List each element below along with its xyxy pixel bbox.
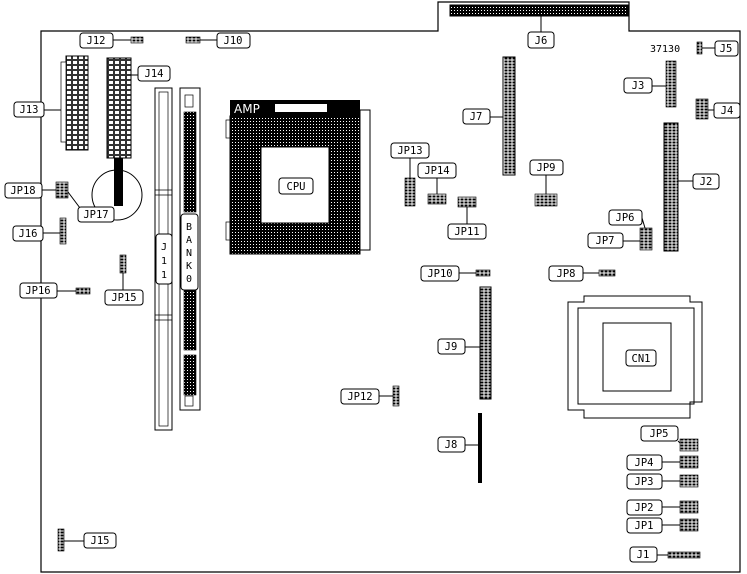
j6-header bbox=[449, 4, 629, 32]
svg-text:B: B bbox=[186, 222, 192, 233]
svg-text:J16: J16 bbox=[19, 228, 38, 240]
svg-text:JP5: JP5 bbox=[650, 428, 669, 440]
board-outline bbox=[40, 1, 741, 573]
j5-label: J5 bbox=[696, 40, 739, 57]
j12-label: J12 bbox=[79, 32, 144, 49]
svg-text:AMP: AMP bbox=[234, 102, 260, 116]
j1-label: J1 bbox=[629, 546, 701, 563]
jp16-label: JP16 bbox=[19, 282, 91, 299]
svg-text:JP12: JP12 bbox=[347, 391, 372, 403]
jp1-label: JP1 bbox=[626, 517, 699, 534]
j13-label: J13 bbox=[13, 101, 45, 118]
svg-text:J12: J12 bbox=[87, 35, 106, 47]
jp13-label: JP13 bbox=[390, 142, 430, 207]
jp8-label: JP8 bbox=[548, 265, 616, 282]
svg-text:J1: J1 bbox=[637, 549, 650, 561]
j11-label: J 1 1 bbox=[155, 233, 173, 285]
j2-label: J2 bbox=[663, 122, 720, 252]
j14-label: J14 bbox=[137, 65, 171, 82]
svg-text:JP1: JP1 bbox=[635, 520, 654, 532]
svg-text:JP11: JP11 bbox=[454, 226, 479, 238]
jp4-label: JP4 bbox=[626, 454, 699, 471]
svg-text:CPU: CPU bbox=[287, 181, 306, 193]
j9-label: J9 bbox=[437, 286, 492, 400]
svg-text:JP8: JP8 bbox=[557, 268, 576, 280]
jp10-label: JP10 bbox=[420, 265, 491, 282]
svg-text:JP3: JP3 bbox=[635, 476, 654, 488]
svg-text:A: A bbox=[186, 235, 192, 246]
svg-text:1: 1 bbox=[161, 256, 167, 267]
jp9-label: JP9 bbox=[529, 159, 564, 207]
svg-text:J7: J7 bbox=[470, 111, 483, 123]
svg-text:J9: J9 bbox=[445, 341, 458, 353]
svg-text:JP13: JP13 bbox=[397, 145, 422, 157]
svg-text:JP17: JP17 bbox=[83, 209, 108, 221]
j7-label: J7 bbox=[462, 108, 491, 125]
bank0-label: B A N K 0 bbox=[180, 213, 199, 291]
svg-text:0: 0 bbox=[186, 274, 192, 285]
j14-connector bbox=[106, 57, 140, 159]
jp6-label: JP6 bbox=[608, 209, 653, 251]
svg-text:JP16: JP16 bbox=[25, 285, 50, 297]
svg-text:J14: J14 bbox=[145, 68, 164, 80]
svg-text:J8: J8 bbox=[445, 439, 458, 451]
jp17-label: JP17 bbox=[67, 191, 115, 223]
j10-label: J10 bbox=[185, 32, 251, 49]
svg-text:JP18: JP18 bbox=[10, 185, 35, 197]
j15-label: J15 bbox=[57, 528, 117, 552]
board-number: 37130 bbox=[650, 44, 680, 55]
jp15-label: JP15 bbox=[104, 254, 144, 306]
svg-text:J15: J15 bbox=[91, 535, 110, 547]
svg-text:JP4: JP4 bbox=[635, 457, 654, 469]
svg-text:J2: J2 bbox=[700, 176, 713, 188]
svg-text:K: K bbox=[186, 261, 192, 272]
svg-text:JP2: JP2 bbox=[635, 502, 654, 514]
cn1-label: CN1 bbox=[625, 349, 657, 367]
svg-text:JP15: JP15 bbox=[111, 292, 136, 304]
j13-connector bbox=[44, 55, 89, 151]
svg-text:JP9: JP9 bbox=[537, 162, 556, 174]
jp3-label: JP3 bbox=[626, 473, 699, 490]
svg-text:JP6: JP6 bbox=[616, 212, 635, 224]
j8-label: J8 bbox=[437, 413, 482, 483]
j16-label: J16 bbox=[12, 217, 67, 245]
svg-text:J6: J6 bbox=[535, 35, 548, 47]
jp12-label: JP12 bbox=[340, 385, 400, 407]
j4-label: J4 bbox=[695, 98, 741, 120]
svg-text:J5: J5 bbox=[720, 43, 733, 55]
svg-text:1: 1 bbox=[161, 270, 167, 281]
jp2-label: JP2 bbox=[626, 499, 699, 516]
svg-text:J13: J13 bbox=[20, 104, 39, 116]
cpu-label: CPU bbox=[278, 177, 314, 195]
j7-connector bbox=[490, 56, 516, 176]
cpu-socket: AMP bbox=[225, 100, 371, 255]
jp14-label: JP14 bbox=[417, 162, 457, 205]
svg-text:N: N bbox=[186, 248, 192, 259]
j3-label: J3 bbox=[623, 60, 677, 108]
jp5-label: JP5 bbox=[640, 425, 699, 452]
svg-text:J3: J3 bbox=[632, 80, 645, 92]
svg-text:JP10: JP10 bbox=[427, 268, 452, 280]
j6-label: J6 bbox=[527, 31, 555, 49]
jp11-label: JP11 bbox=[447, 196, 487, 240]
svg-text:CN1: CN1 bbox=[632, 353, 651, 365]
svg-text:J4: J4 bbox=[721, 105, 734, 117]
svg-text:J: J bbox=[161, 242, 167, 253]
jp18-label: JP18 bbox=[4, 181, 69, 199]
svg-text:J10: J10 bbox=[224, 35, 243, 47]
svg-text:JP7: JP7 bbox=[596, 235, 615, 247]
svg-text:JP14: JP14 bbox=[424, 165, 449, 177]
jp7-label: JP7 bbox=[587, 232, 640, 249]
